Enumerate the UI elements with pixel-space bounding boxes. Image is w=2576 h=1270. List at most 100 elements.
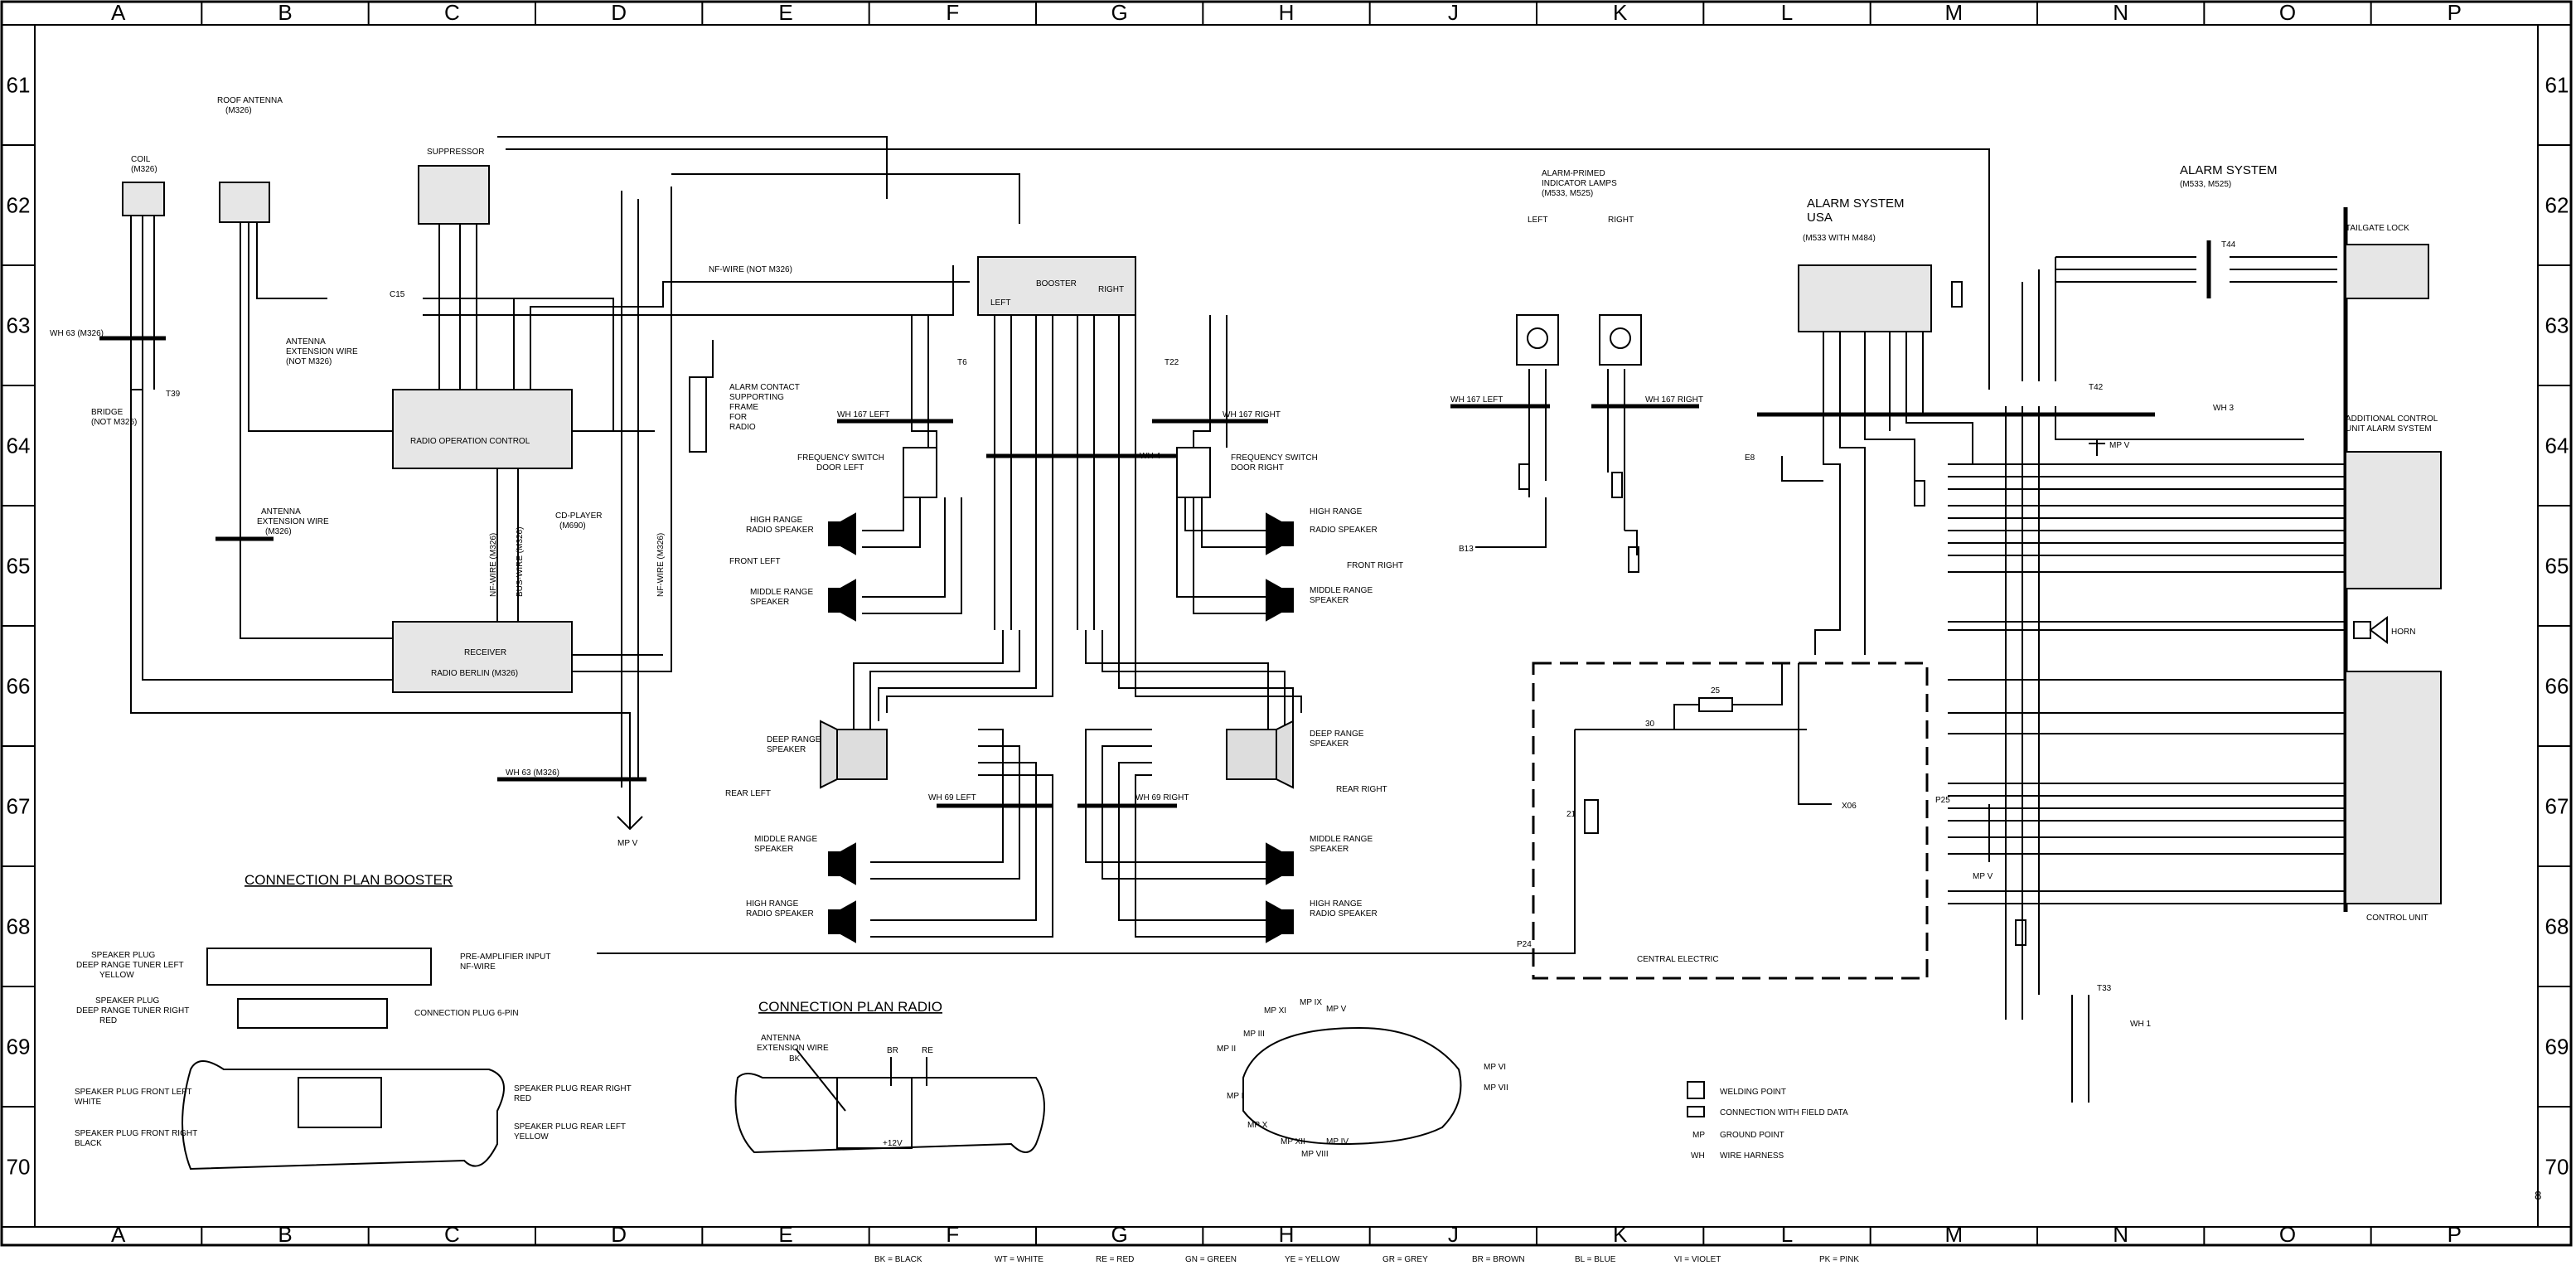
grid-col-E-top: E bbox=[778, 0, 792, 25]
sp-rear-right-2: RED bbox=[514, 1094, 531, 1103]
legend-mp-text: GROUND POINT bbox=[1720, 1131, 1784, 1140]
grid-col-N-bottom: N bbox=[2113, 1222, 2128, 1247]
ground-point-label: MP I bbox=[1227, 1092, 1243, 1101]
rear-left: REAR LEFT bbox=[725, 789, 771, 798]
grid-col-O-top: O bbox=[2279, 0, 2296, 25]
grid-row-65-left: 65 bbox=[7, 554, 31, 579]
t44-label: T44 bbox=[2221, 240, 2236, 250]
hr-fl-2: RADIO SPEAKER bbox=[746, 526, 814, 535]
wh3-label: WH 3 bbox=[2213, 404, 2234, 413]
grid-row-63-left: 63 bbox=[7, 313, 31, 338]
grid-col-P-top: P bbox=[2448, 0, 2462, 25]
front-left: FRONT LEFT bbox=[729, 557, 780, 566]
t33-label: T33 bbox=[2097, 984, 2112, 993]
add-control-1: ADDITIONAL CONTROL bbox=[2346, 414, 2438, 424]
fuse-30: 30 bbox=[1645, 720, 1655, 729]
preamp-1: PRE-AMPLIFIER INPUT bbox=[460, 952, 550, 962]
antenna-ext-3: (NOT M326) bbox=[286, 357, 332, 366]
ground-point-label: MP III bbox=[1243, 1030, 1265, 1039]
sp-deep-left-3: YELLOW bbox=[99, 971, 134, 980]
roof-antenna-label: ROOF ANTENNA bbox=[217, 96, 283, 105]
b13-label: B13 bbox=[1459, 545, 1474, 554]
wh167-left: WH 167 LEFT bbox=[837, 410, 889, 419]
front-right: FRONT RIGHT bbox=[1347, 561, 1403, 570]
grid-col-C-top: C bbox=[444, 0, 460, 25]
tailgate-lock: TAILGATE LOCK bbox=[2346, 224, 2409, 233]
legend-field: CONNECTION WITH FIELD DATA bbox=[1720, 1108, 1848, 1117]
booster-right: RIGHT bbox=[1098, 285, 1124, 294]
speaker-symbols bbox=[820, 512, 1294, 943]
conn-radio-12v: +12V bbox=[883, 1139, 903, 1148]
grid-row-68-left: 68 bbox=[7, 914, 31, 939]
grid-col-A-top: A bbox=[111, 0, 126, 25]
grid-col-G-bottom: G bbox=[1111, 1222, 1128, 1247]
ground-point-label: MP IV bbox=[1326, 1137, 1349, 1146]
color-legend-item: GN = GREEN bbox=[1185, 1255, 1237, 1264]
alarm-contact-1: ALARM CONTACT bbox=[729, 383, 800, 392]
antenna-ext-1: ANTENNA bbox=[286, 337, 326, 347]
alarm-usa-3: (M533 WITH M484) bbox=[1803, 234, 1876, 243]
ground-point-label: MP VIII bbox=[1301, 1150, 1329, 1159]
grid-col-H-top: H bbox=[1279, 0, 1295, 25]
page-number: 8 bbox=[2535, 1189, 2541, 1203]
grid-col-G-top: G bbox=[1111, 0, 1128, 25]
deep-l-2: SPEAKER bbox=[767, 745, 806, 754]
alarm-lamps-3: (M533, M525) bbox=[1542, 189, 1593, 198]
alarm-contact-5: RADIO bbox=[729, 423, 756, 432]
alarm-system-1: ALARM SYSTEM bbox=[2180, 163, 2278, 177]
e8-label: E8 bbox=[1745, 453, 1755, 463]
grid-row-70-right: 70 bbox=[2545, 1155, 2569, 1180]
grid-row-61-right: 61 bbox=[2545, 73, 2569, 98]
antenna-ext-b3: (M326) bbox=[265, 527, 292, 536]
grid-row-66-right: 66 bbox=[2545, 674, 2569, 699]
mr-rl-1: MIDDLE RANGE bbox=[754, 835, 817, 844]
fuses bbox=[1584, 697, 1733, 834]
color-legend-item: BR = BROWN bbox=[1472, 1255, 1525, 1264]
grid-col-O-bottom: O bbox=[2279, 1222, 2296, 1247]
lamp-right: RIGHT bbox=[1608, 216, 1634, 225]
suppressor-label: SUPPRESSOR bbox=[427, 148, 484, 157]
receiver-1: RECEIVER bbox=[464, 648, 506, 657]
ground-point-label: MP XI bbox=[1264, 1006, 1286, 1016]
grid-col-C-bottom: C bbox=[444, 1222, 460, 1247]
legend-wh-abbr: WH bbox=[1691, 1151, 1705, 1161]
color-legend-item: WT = WHITE bbox=[995, 1255, 1043, 1264]
grid-row-64-right: 64 bbox=[2545, 434, 2569, 458]
component-boxes bbox=[122, 165, 2442, 904]
cd-player-1: CD-PLAYER bbox=[555, 511, 603, 521]
grid-row-69-right: 69 bbox=[2545, 1035, 2569, 1059]
grid-col-E-bottom: E bbox=[778, 1222, 792, 1247]
lamp-symbols bbox=[1518, 281, 2388, 946]
alarm-usa-2: USA bbox=[1807, 211, 1833, 225]
wires bbox=[130, 136, 2346, 1171]
grid-row-66-left: 66 bbox=[7, 674, 31, 699]
grid-row-68-right: 68 bbox=[2545, 914, 2569, 939]
color-legend-item: BL = BLUE bbox=[1575, 1255, 1616, 1264]
color-legend-item: GR = GREY bbox=[1382, 1255, 1428, 1264]
mp-v-1: MP V bbox=[617, 839, 638, 848]
conn-booster-title: CONNECTION PLAN BOOSTER bbox=[245, 872, 453, 888]
radio-op-control-label: RADIO OPERATION CONTROL bbox=[410, 437, 530, 446]
legend-key-boxes bbox=[1687, 1081, 1705, 1117]
grid-col-F-bottom: F bbox=[946, 1222, 959, 1247]
grid-col-P-bottom: P bbox=[2448, 1222, 2462, 1247]
ground-point-label: MP V bbox=[1326, 1005, 1347, 1014]
color-legend-item: BK = BLACK bbox=[874, 1255, 922, 1264]
control-unit-label: CONTROL UNIT bbox=[2366, 914, 2428, 923]
grid-row-70-left: 70 bbox=[7, 1155, 31, 1180]
sp-front-left-1: SPEAKER PLUG FRONT LEFT bbox=[75, 1088, 192, 1097]
central-electric-box bbox=[1532, 662, 1929, 980]
wh63-bottom: WH 63 (M326) bbox=[506, 768, 559, 778]
grid-row-62-right: 62 bbox=[2545, 193, 2569, 218]
add-control-2: UNIT ALARM SYSTEM bbox=[2346, 424, 2432, 434]
hr-rl-1: HIGH RANGE bbox=[746, 899, 799, 909]
ground-point-label: MP X bbox=[1247, 1121, 1268, 1130]
wh167-right: WH 167 RIGHT bbox=[1223, 410, 1281, 419]
grid-row-67-right: 67 bbox=[2545, 794, 2569, 819]
t6-label: T6 bbox=[957, 358, 967, 367]
deep-l-1: DEEP RANGE bbox=[767, 735, 821, 744]
grid-col-M-bottom: M bbox=[1944, 1222, 1963, 1247]
legend-mp-abbr: MP bbox=[1692, 1131, 1705, 1140]
bridge-2: (NOT M326) bbox=[91, 418, 137, 427]
